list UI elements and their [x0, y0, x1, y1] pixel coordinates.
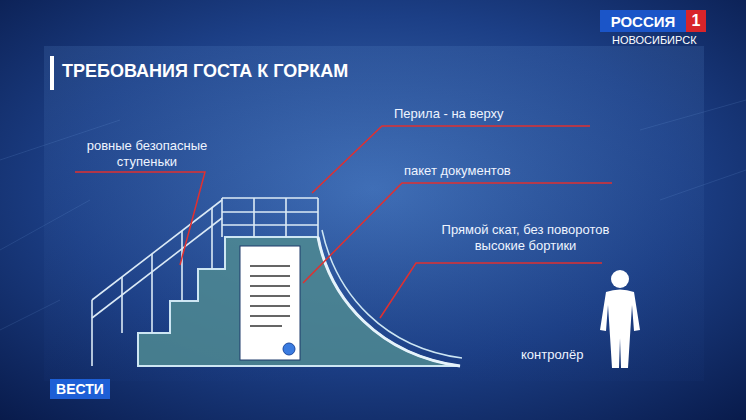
channel-number: 1 [686, 10, 706, 32]
slide-side [322, 230, 462, 358]
show-logo: ВЕСТИ [50, 379, 110, 399]
city-name: НОВОСИБИРСК [612, 34, 697, 47]
slide-chute [318, 237, 460, 366]
callout-slope: Прямой скат, без поворотов высокие борти… [418, 222, 633, 253]
channel-logo: РОССИЯ [600, 10, 686, 32]
callout-steps: ровные безопасные ступеньки [72, 138, 222, 169]
node-text: ВЕСТИ [56, 381, 104, 397]
title: ТРЕБОВАНИЯ ГОСТА К ГОРКАМ [62, 61, 348, 82]
callout-controller: контролёр [521, 347, 583, 363]
callout-railing: Перила - на верху [394, 106, 504, 122]
node-text: РОССИЯ [611, 13, 676, 30]
slide-body [138, 237, 460, 366]
document-icon [240, 246, 300, 360]
platform-railing [222, 198, 318, 237]
panel [44, 46, 704, 381]
person-silhouette [600, 270, 640, 368]
callout-documents: пакет документов [404, 163, 511, 179]
node-text: 1 [692, 12, 701, 30]
title-bar [50, 56, 54, 90]
stair-railing [92, 200, 222, 366]
